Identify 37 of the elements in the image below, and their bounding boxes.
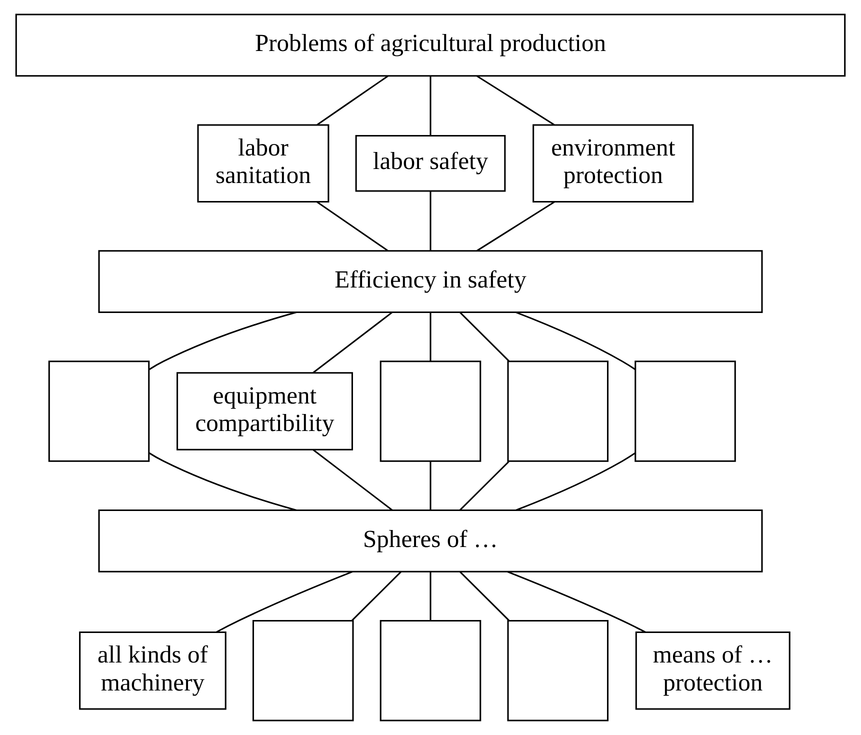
connector bbox=[430, 461, 432, 510]
node-box bbox=[634, 360, 736, 462]
node-box: labor safety bbox=[355, 135, 506, 192]
connector bbox=[460, 571, 510, 622]
connector bbox=[316, 201, 388, 252]
node-box bbox=[507, 360, 609, 462]
node-box bbox=[380, 620, 482, 722]
connector bbox=[459, 460, 510, 511]
node-box bbox=[507, 620, 609, 722]
connector bbox=[351, 571, 402, 622]
node-box: labor sanitation bbox=[197, 124, 330, 203]
connector bbox=[476, 75, 555, 126]
connector bbox=[516, 452, 636, 511]
node-box bbox=[48, 360, 150, 462]
node-box: Efficiency in safety bbox=[98, 250, 763, 314]
connector bbox=[507, 571, 646, 633]
node-box: environment protection bbox=[532, 124, 694, 203]
connector bbox=[430, 191, 432, 251]
connector bbox=[430, 312, 432, 362]
connector bbox=[460, 312, 510, 362]
connector bbox=[430, 572, 432, 621]
connector bbox=[312, 449, 393, 511]
connector bbox=[312, 312, 393, 374]
connector bbox=[430, 76, 432, 136]
node-box: means of … protection bbox=[635, 631, 790, 710]
connector bbox=[316, 75, 388, 126]
connector bbox=[148, 312, 297, 370]
node-box bbox=[380, 360, 482, 462]
connector bbox=[476, 201, 555, 252]
connector bbox=[216, 571, 353, 633]
connector bbox=[148, 452, 297, 511]
connector bbox=[516, 312, 636, 370]
node-box: Spheres of … bbox=[98, 509, 763, 572]
node-box: equipment compartibility bbox=[176, 372, 353, 450]
node-box: all kinds of machinery bbox=[79, 631, 226, 710]
node-box bbox=[252, 620, 354, 722]
node-box: Problems of agricultural production bbox=[15, 14, 846, 77]
